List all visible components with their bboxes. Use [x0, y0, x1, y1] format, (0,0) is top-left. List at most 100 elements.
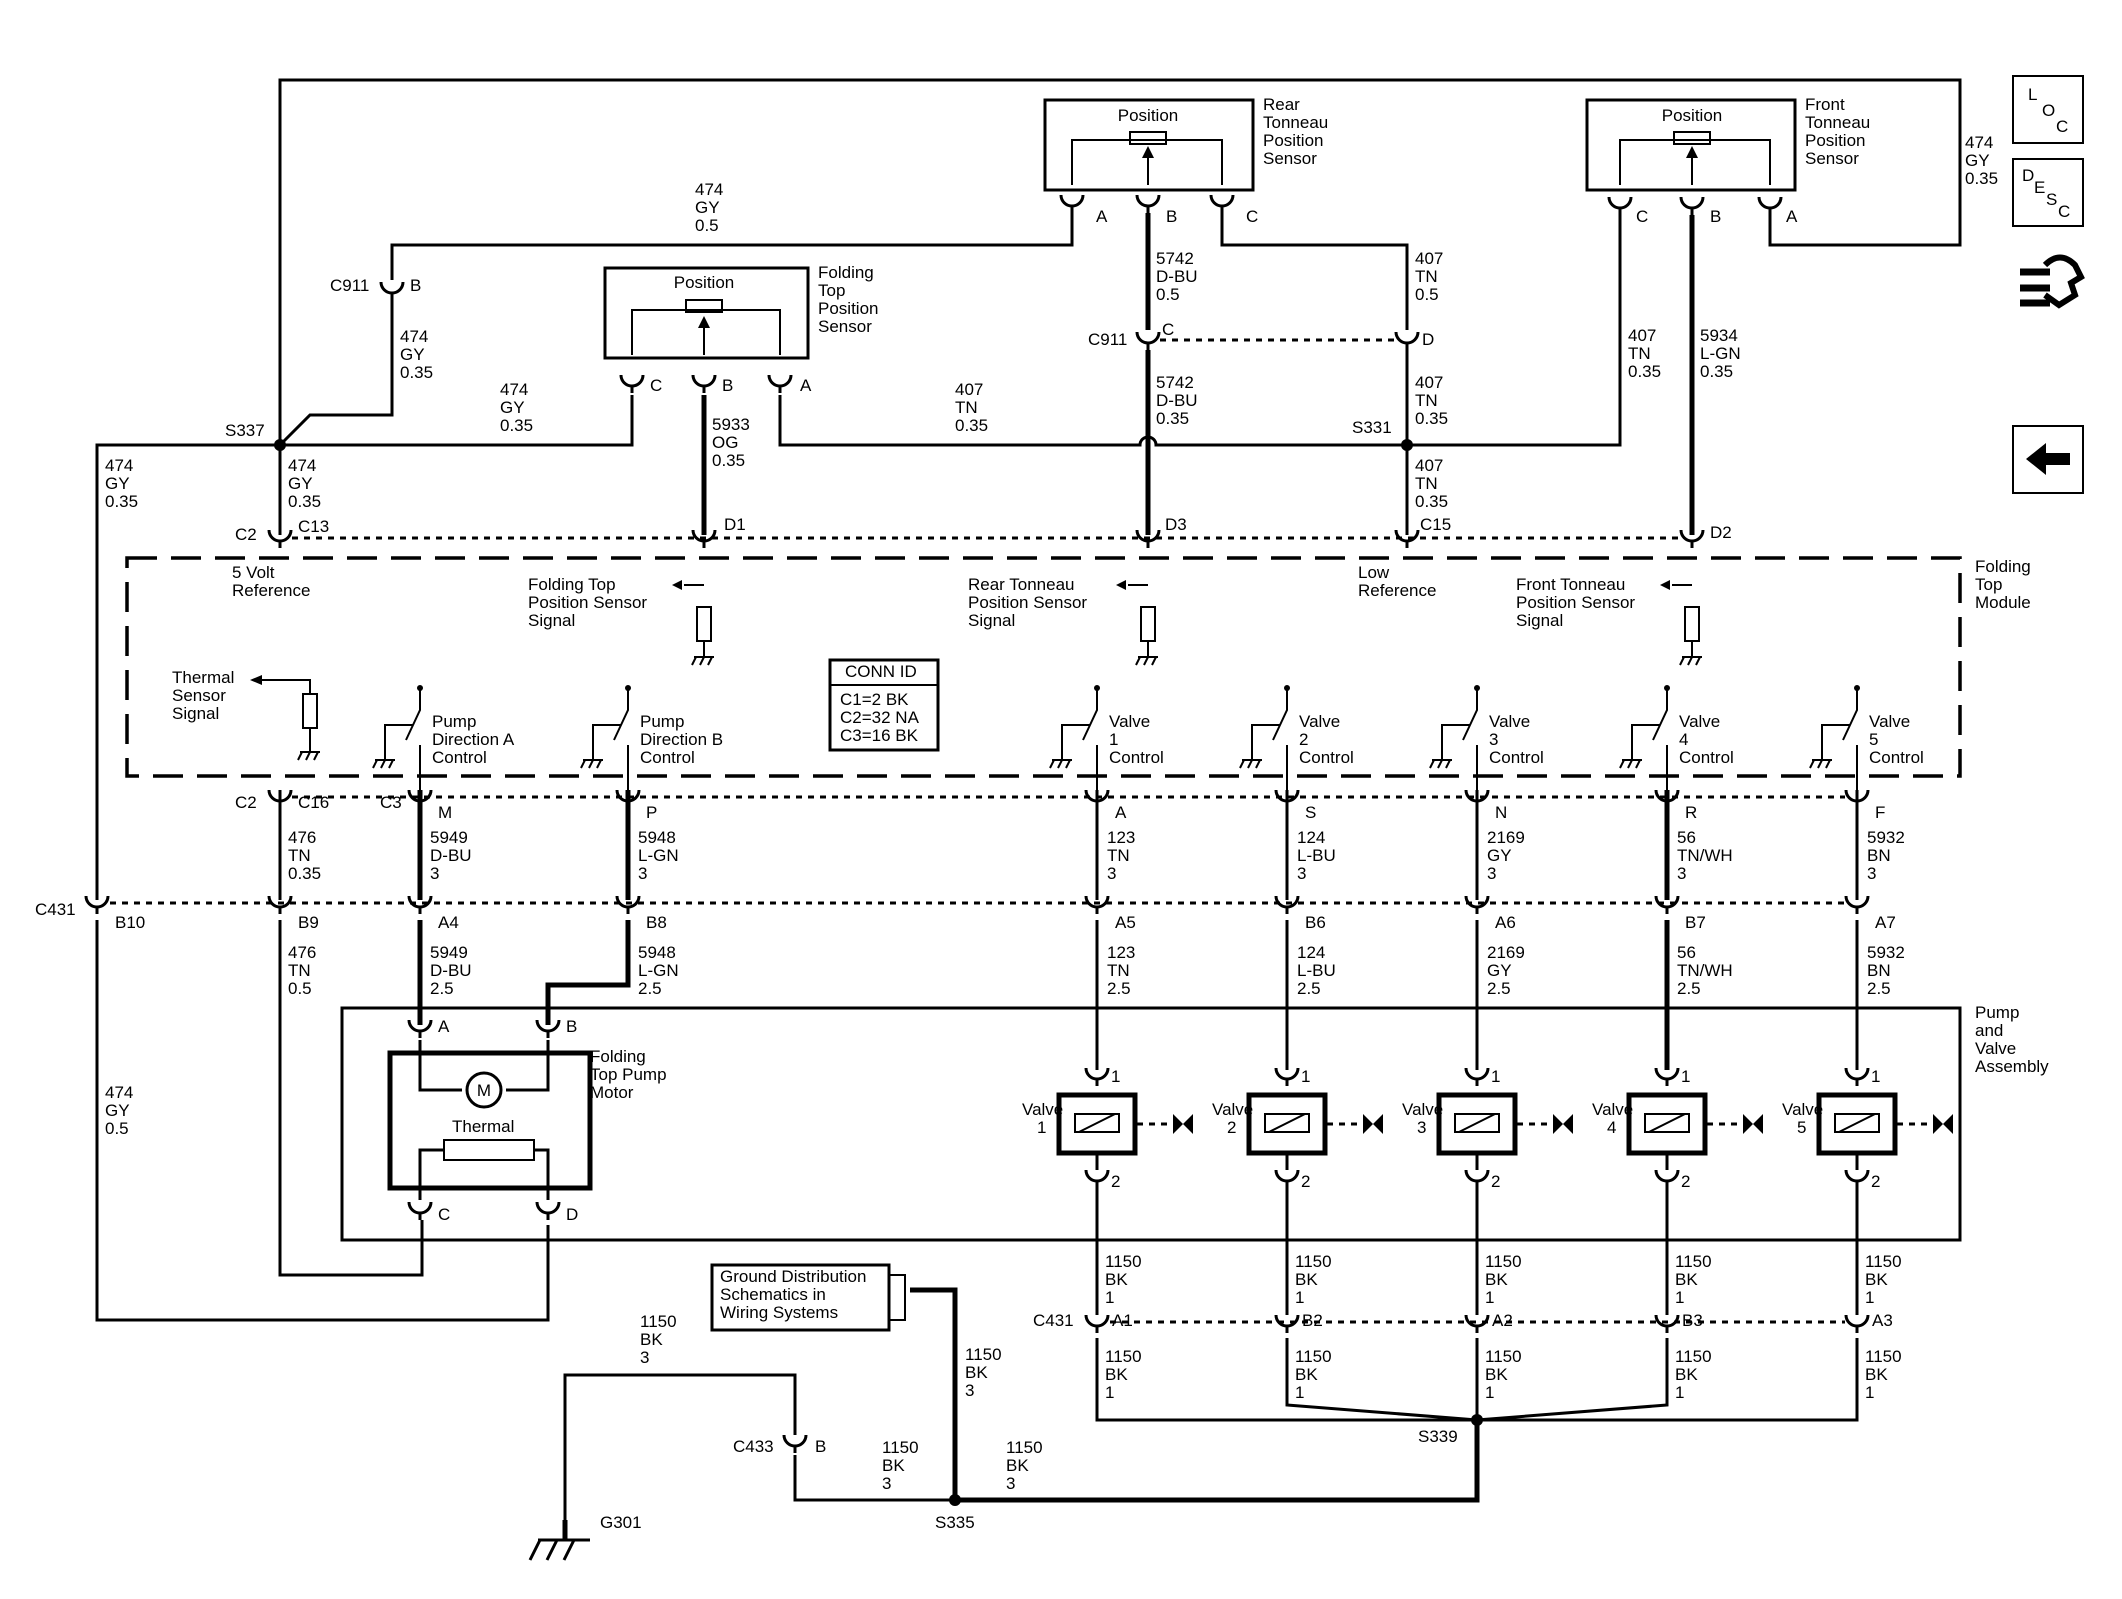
back-button[interactable]	[2012, 425, 2084, 494]
valve-pin-cup	[1464, 1169, 1490, 1183]
svg-text:BK: BK	[1006, 1456, 1029, 1475]
svg-text:L-GN: L-GN	[638, 846, 679, 865]
svg-text:C1=2 BK: C1=2 BK	[840, 690, 909, 709]
svg-text:2.5: 2.5	[1487, 979, 1511, 998]
svg-text:3: 3	[430, 864, 439, 883]
pulldown-resistor	[1684, 606, 1700, 642]
harness-icon[interactable]	[2015, 245, 2085, 320]
svg-text:476: 476	[288, 828, 316, 847]
svg-text:474: 474	[695, 180, 723, 199]
c431-ground-cup	[1084, 1314, 1110, 1328]
valve-control-label: 1	[1109, 730, 1118, 749]
svg-text:A6: A6	[1495, 913, 1516, 932]
rear-sensor-name: Rear Tonneau Position Sensor	[1263, 95, 1328, 168]
svg-text:5948: 5948	[638, 828, 676, 847]
svg-text:B: B	[410, 276, 421, 295]
svg-text:Folding: Folding	[818, 263, 874, 282]
svg-text:B: B	[566, 1017, 577, 1036]
svg-text:Tonneau: Tonneau	[1263, 113, 1328, 132]
signal-arrow-icon	[1660, 580, 1670, 590]
solenoid-coil	[1644, 1113, 1690, 1133]
valve-control-labels: Valve1ControlValve2ControlValve3ControlV…	[1109, 712, 1924, 767]
svg-text:D-BU: D-BU	[430, 961, 472, 980]
sensor-pin-cup	[1059, 194, 1085, 208]
svg-text:M: M	[438, 803, 452, 822]
svg-text:B: B	[1710, 207, 1721, 226]
svg-text:5934: 5934	[1700, 326, 1738, 345]
svg-text:Sensor: Sensor	[1805, 149, 1859, 168]
ground-icon	[297, 728, 320, 761]
svg-text:5 Volt: 5 Volt	[232, 563, 275, 582]
folding-sensor-box-label: Position	[674, 273, 734, 292]
svg-text:0.35: 0.35	[105, 492, 138, 511]
ground-icon	[1135, 641, 1158, 666]
pump-valve-assembly-boundary	[340, 1006, 1962, 1242]
c431-ground-cup	[1844, 1314, 1870, 1328]
svg-text:F: F	[1875, 803, 1885, 822]
valve-icon	[1933, 1114, 1953, 1134]
valve-ground-wire-label: BK	[1105, 1365, 1128, 1384]
svg-text:GY: GY	[400, 345, 425, 364]
svg-text:Pump: Pump	[1975, 1003, 2019, 1022]
pulldown-resistor	[1140, 606, 1156, 642]
svg-text:56: 56	[1677, 943, 1696, 962]
c911-cup	[379, 281, 405, 295]
sensor-pin-cup	[1209, 194, 1235, 208]
valve-number: 4	[1607, 1118, 1616, 1137]
valve-control-label: 5	[1869, 730, 1878, 749]
switch-contact	[1082, 690, 1098, 790]
svg-text:3: 3	[1297, 864, 1306, 883]
front-sensor-name: Front Tonneau Position Sensor	[1805, 95, 1870, 168]
svg-text:407: 407	[1415, 456, 1443, 475]
sensor-pin-cup	[1757, 196, 1783, 210]
switch-contact	[405, 690, 421, 790]
svg-text:Thermal: Thermal	[172, 668, 234, 687]
valve-control-label: Control	[1679, 748, 1734, 767]
svg-text:0.35: 0.35	[1965, 169, 1998, 188]
svg-text:D-BU: D-BU	[1156, 391, 1198, 410]
valve-number: 2	[1227, 1118, 1236, 1137]
valve-label: Valve	[1592, 1100, 1633, 1119]
svg-text:124: 124	[1297, 943, 1325, 962]
sensor-pin-cup	[1607, 196, 1633, 210]
svg-text:3: 3	[965, 1381, 974, 1400]
svg-text:Position Sensor: Position Sensor	[968, 593, 1087, 612]
svg-text:BK: BK	[640, 1330, 663, 1349]
svg-text:C3=16 BK: C3=16 BK	[840, 726, 919, 745]
solenoid-coil	[1264, 1113, 1310, 1133]
svg-text:Rear Tonneau: Rear Tonneau	[968, 575, 1075, 594]
svg-text:Module: Module	[1975, 593, 2031, 612]
valve-pin-2: 2	[1111, 1172, 1120, 1191]
valve-pin-cup	[1654, 1169, 1680, 1183]
svg-text:474: 474	[288, 456, 316, 475]
svg-text:S: S	[1305, 803, 1316, 822]
valve-control-label: Valve	[1869, 712, 1910, 731]
svg-text:S331: S331	[1352, 418, 1392, 437]
valve-icon	[1173, 1114, 1193, 1134]
desc-button[interactable]: D E S C	[2012, 158, 2084, 227]
valve-ground-wire-label: BK	[1675, 1270, 1698, 1289]
wire-5948	[545, 790, 631, 1025]
valve-ground-wire-labels: 1150BK11150BK11150BK11150BK11150BK11150B…	[1105, 1252, 1902, 1402]
ground-icon	[1239, 724, 1280, 769]
svg-text:B: B	[815, 1437, 826, 1456]
sensor-pin-cup	[1679, 196, 1705, 210]
svg-text:5742: 5742	[1156, 373, 1194, 392]
svg-text:B7: B7	[1685, 913, 1706, 932]
svg-text:0.5: 0.5	[1415, 285, 1439, 304]
valve-number: 3	[1417, 1118, 1426, 1137]
svg-text:0.35: 0.35	[1628, 362, 1661, 381]
wire-474-s337-c911	[278, 300, 394, 447]
svg-text:1150: 1150	[882, 1438, 919, 1457]
svg-text:2.5: 2.5	[1867, 979, 1891, 998]
svg-text:123: 123	[1107, 943, 1135, 962]
wire-1150-valves	[1095, 1180, 1859, 1315]
wire-1150-s335	[910, 1287, 958, 1500]
valve-control-label: Valve	[1109, 712, 1150, 731]
thermal-arrow-icon	[250, 675, 262, 685]
svg-text:C431: C431	[35, 900, 76, 919]
valve-number: 5	[1797, 1118, 1806, 1137]
loc-button[interactable]: L O C	[2012, 75, 2084, 144]
svg-text:G301: G301	[600, 1513, 642, 1532]
